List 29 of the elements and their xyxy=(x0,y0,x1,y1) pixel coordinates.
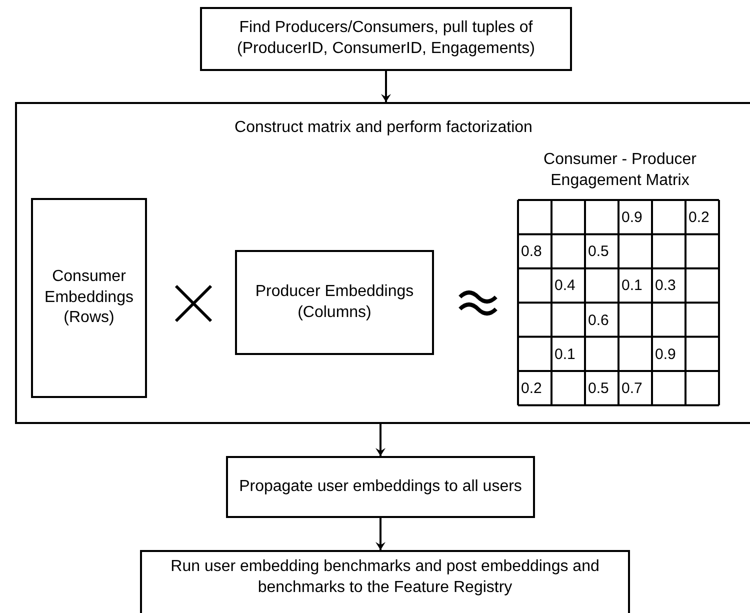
process-box xyxy=(226,456,535,518)
process-box xyxy=(31,198,147,398)
matrix-value: 0.6 xyxy=(588,312,609,328)
arrow xyxy=(376,424,386,456)
box-text: Run user embedding benchmarks and post embeddings and benchmarks to the Feature Registry xyxy=(170,557,600,598)
matrix-value: 0.3 xyxy=(655,278,676,294)
matrix-value: 0.1 xyxy=(622,278,642,294)
box-text: Consumer Embeddings (Rows) xyxy=(44,266,134,328)
matrix-value: 0.5 xyxy=(588,244,609,260)
matrix-value: 0.4 xyxy=(554,278,576,294)
process-box xyxy=(200,7,572,71)
group-box xyxy=(15,102,750,424)
matrix-value: 0.7 xyxy=(622,381,642,396)
matrix-value: 0.9 xyxy=(622,210,642,225)
group-heading: Construct matrix and perform factorization xyxy=(234,118,532,138)
box-text: Propagate user embeddings to all users xyxy=(239,476,522,497)
arrow xyxy=(376,518,386,550)
box-text: Producer Embeddings (Columns) xyxy=(254,282,415,322)
matrix-value: 0.9 xyxy=(655,346,676,362)
matrix-value: 0.2 xyxy=(521,381,542,396)
matrix-title: Consumer - Producer Engagement Matrix xyxy=(542,150,698,191)
process-box xyxy=(140,550,630,613)
arrow xyxy=(381,71,391,102)
matrix-value: 0.8 xyxy=(521,244,542,260)
matrix-value: 0.5 xyxy=(588,381,609,396)
matrix-value: 0.2 xyxy=(688,210,710,225)
process-box xyxy=(235,250,434,355)
box-text: Find Producers/Consumers, pull tuples of (ProducerID, ConsumerID, Engagements) xyxy=(236,18,536,59)
matrix-value: 0.1 xyxy=(554,346,576,362)
